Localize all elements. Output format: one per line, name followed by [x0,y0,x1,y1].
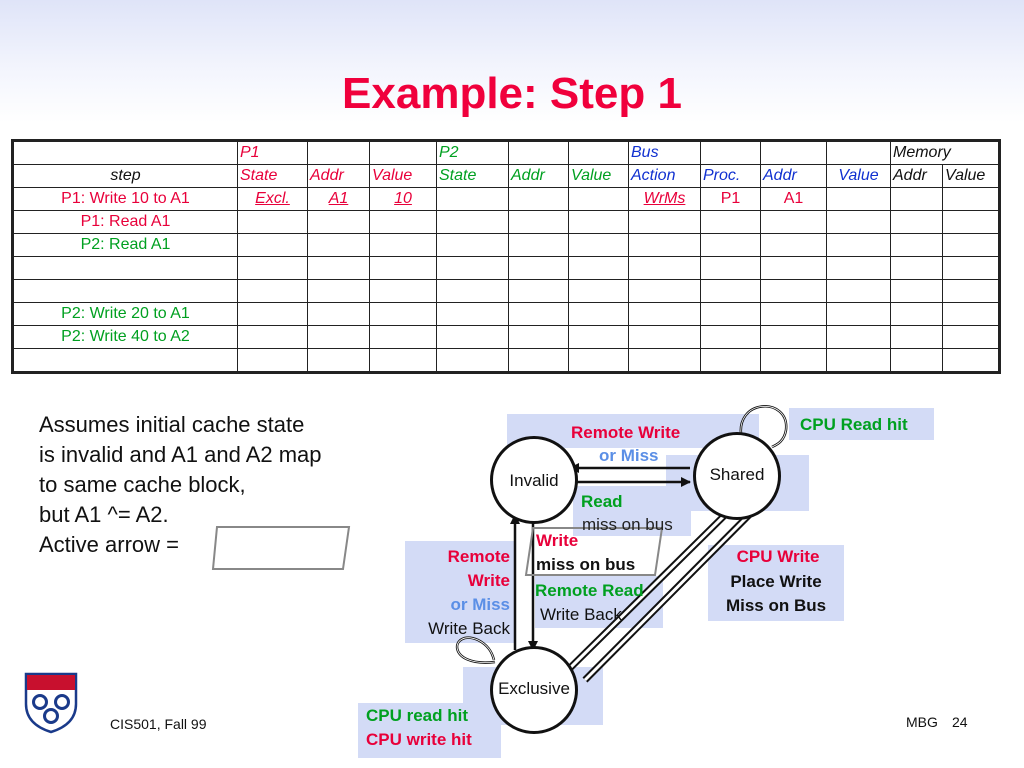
state-invalid: Invalid [490,436,578,524]
col-header-p1-state: State [237,164,308,188]
col-header-step: step [13,164,238,188]
state-exclusive-label: Exclusive [498,679,570,698]
state-shared-label: Shared [709,465,765,484]
cpu-hit-exclusive-box [358,703,501,758]
note-line: Assumes initial cache state [39,412,305,437]
state-shared: Shared [693,432,781,520]
slide-title: Example: Step 1 [342,69,682,118]
footer-page-number: 24 [952,714,968,730]
label-miss-on-bus-write: miss on bus [536,555,636,574]
label-or-miss-top: or Miss [599,446,659,465]
table-row: P2: Read A1 [13,233,999,257]
label-cpu-write: CPU Write [736,547,820,566]
label-miss-on-bus-cpu: Miss on Bus [725,596,827,615]
group-header-p1: P1 [237,141,308,165]
col-header-p2-addr: Addr [508,164,569,188]
footer-author: MBG [906,714,938,730]
cpu-write-box [708,545,844,621]
table-row [13,279,999,303]
table-row: P2: Write 40 to A2 [13,325,999,349]
label-place-write: Place Write [730,572,822,591]
col-header-mem-addr: Addr [890,164,943,188]
note-line: is invalid and A1 and A2 map [39,442,322,467]
assumptions-note: Assumes initial cache state is invalid a… [39,410,322,560]
step-cell: P1: Read A1 [13,210,238,234]
step-cell: P2: Write 40 to A2 [13,325,238,349]
group-header-bus: Bus [628,141,701,165]
label-write: Write [536,531,579,550]
col-header-p2-value: Value [568,164,629,188]
col-header-bus-addr: Addr [760,164,827,188]
cpu-read-hit-box [789,408,934,440]
note-line: to same cache block, [39,472,246,497]
table-row: P1: Read A1 [13,210,999,234]
label-remote-left: Remote [447,547,510,566]
footer-course: CIS501, Fall 99 [110,716,207,732]
table-row [13,348,999,372]
label-remote-read: Remote Read [535,581,644,600]
step-cell: P2: Read A1 [13,233,238,257]
penn-shield-logo-icon [24,672,78,734]
active-arrow-legend-icon [211,526,351,570]
label-or-miss-left: or Miss [450,595,510,614]
label-write-back-mid: Write Back [540,605,622,624]
label-write-back-left: Write Back [428,619,510,638]
coherence-trace-table: P1 P2 Bus Memory step State Addr Value S… [11,139,1001,374]
label-cpu-write-hit-excl: CPU write hit [366,730,472,749]
p1-state-cell: Excl. [237,187,308,211]
label-cpu-read-hit: CPU Read hit [800,415,908,434]
state-exclusive: Exclusive [490,646,578,734]
col-header-p1-value: Value [369,164,437,188]
note-line: but A1 ^= A2. [39,502,169,527]
write-miss-active-arrow-icon [524,527,664,576]
label-cpu-read-hit-excl: CPU read hit [366,706,469,725]
label-read: Read [581,492,623,511]
remote-write-left-box [405,541,515,643]
note-line: Active arrow = [39,532,179,557]
state-invalid-label: Invalid [509,471,559,490]
table-row: P2: Write 20 to A1 [13,302,999,326]
col-header-bus-proc: Proc. [700,164,761,188]
step-cell [13,348,238,372]
label-write-left: Write [467,571,510,590]
group-header-memory: Memory [890,141,999,165]
label-miss-on-bus-read: miss on bus [582,515,673,534]
step-cell [13,256,238,280]
label-remote-write-top: Remote Write [571,423,681,442]
